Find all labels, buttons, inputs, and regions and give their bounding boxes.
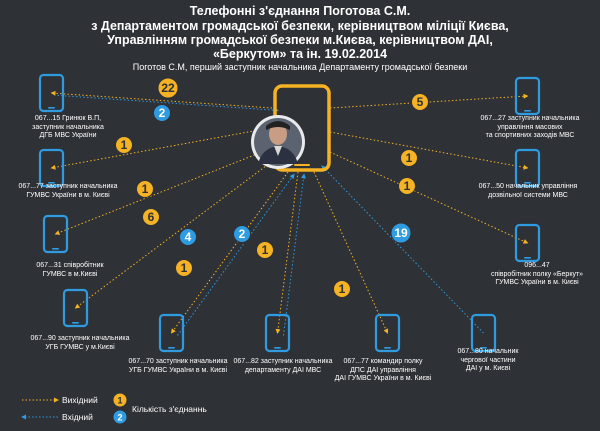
contact-label-line: УГБ ГУМВС у м.Києві (45, 343, 115, 351)
incoming-connection-line (283, 173, 306, 336)
outgoing-connection-line (329, 131, 529, 170)
contact-label-line: ГУМВС України в м. Києві (26, 191, 110, 199)
outgoing-count-badge: 1 (333, 280, 351, 298)
contact-label-line: ДПС ДАІ управління (350, 366, 416, 374)
page-title-line-3: Управлінням громадської безпеки м.Києва,… (107, 33, 493, 47)
contact-label-line: ГУМВС України в м. Києві (495, 279, 579, 286)
contact-label-line: заступник начальника (32, 123, 104, 131)
contact-label-line: 067...90 заступник начальника (30, 335, 130, 342)
contact-phone-icon (62, 288, 89, 328)
legend: Вихідний Вхідний 1 2 Кількість з'єднаннь (21, 393, 207, 424)
outgoing-count-badge: 6 (142, 208, 160, 226)
contact-label-line: 067...77 командир полку (343, 358, 423, 365)
legend-outgoing-badge: 1 (117, 396, 122, 406)
outgoing-count-badge: 22 (157, 77, 179, 99)
outgoing-count: 1 (406, 151, 413, 165)
incoming-count-badge: 2 (233, 225, 251, 243)
subtitle: Поготов С.М, перший заступник начальника… (132, 62, 468, 72)
legend-incoming-label: Вхідний (62, 412, 93, 422)
contact-phone-icon (470, 313, 497, 353)
outgoing-count: 1 (339, 282, 346, 296)
incoming-count-badge: 4 (179, 228, 197, 246)
contact-label-line: 067...27 заступник начальника (480, 115, 580, 122)
contact-label-line: департаменту ДАІ МВС (244, 366, 322, 374)
outgoing-count-badge: 1 (256, 241, 274, 259)
outgoing-count-badge: 1 (175, 259, 193, 277)
contact-label-line: 067...80 начальник (457, 348, 519, 355)
contact-label-line: ДАІ у м. Києві (465, 365, 511, 372)
contact-phone-icon (42, 214, 69, 254)
contact-label-line: чергової частини (460, 356, 516, 364)
contact-phone-icon (158, 313, 185, 353)
page-title-line-2: з Департаментом громадської безпеки, кер… (91, 19, 509, 33)
incoming-count: 2 (239, 227, 246, 241)
contact-label-line: 096...47 (524, 262, 550, 269)
outgoing-count: 1 (181, 261, 188, 275)
contact-label-line: 067...31 співробітник (36, 262, 104, 269)
outgoing-connection-line (313, 171, 389, 334)
outgoing-count-badge: 1 (398, 177, 416, 195)
outgoing-connection-line (50, 127, 271, 170)
contact-phone-icon (374, 313, 401, 353)
incoming-connection-line (321, 165, 484, 334)
contact-phone-icon (38, 148, 65, 188)
contact-phone-icon (514, 223, 541, 263)
outgoing-count-badge: 1 (136, 180, 154, 198)
page-title-line-1: Телефонні з'єднання Поготова С.М. (189, 4, 411, 18)
incoming-count: 4 (185, 230, 192, 244)
outgoing-connection-line (329, 151, 529, 244)
outgoing-connection-line (74, 159, 275, 309)
page-title-line-4: «Беркутом» та ін. 19.02.2014 (212, 47, 388, 61)
contact-phone-icon (514, 76, 541, 116)
contact-label-line: та спортивних заходів МВС (485, 132, 575, 139)
outgoing-count: 22 (161, 81, 175, 95)
outgoing-connection-line (275, 171, 299, 334)
contact-label-line: 067...82 заступник начальника (233, 358, 333, 365)
incoming-count: 19 (394, 226, 408, 240)
outgoing-count: 5 (417, 95, 424, 109)
contact-phone-icon (264, 313, 291, 353)
contact-label-line: співробітник полку «Беркут» (490, 270, 584, 278)
contact-label-line: ДАІ ГУМВС України в м. Києві (334, 375, 432, 382)
contact-label-line: ГУМВС в м.Києві (42, 270, 98, 278)
legend-count-label: Кількість з'єднаннь (132, 404, 207, 414)
contact-phone-icon (514, 148, 541, 188)
outgoing-count-badge: 1 (400, 149, 418, 167)
contact-label-line: дозвільної системи МВС (488, 191, 568, 199)
outgoing-count: 1 (404, 179, 411, 193)
outgoing-count: 1 (142, 182, 149, 196)
incoming-count-badge: 19 (390, 222, 412, 244)
contact-label-line: 067...50 начальник управління (478, 183, 578, 190)
outgoing-count: 1 (121, 138, 128, 152)
contact-label-line: 067...70 заступник начальника (128, 358, 228, 365)
contact-phone-icon (38, 73, 65, 113)
outgoing-count: 1 (262, 243, 269, 257)
outgoing-count: 6 (148, 210, 155, 224)
incoming-count-badge: 2 (153, 104, 171, 122)
contact-label: 067...15 Гринюк В.П,заступник начальника… (32, 115, 104, 141)
contact-label-line: УГБ ГУМВС України в м. Києві (128, 366, 228, 374)
incoming-connection-line (177, 173, 295, 336)
legend-outgoing-label: Вихідний (62, 395, 98, 405)
person-photo (251, 115, 305, 169)
incoming-count: 2 (159, 106, 166, 120)
contact-label-line: 067...77 заступник начальника (18, 183, 118, 190)
legend-incoming-badge: 2 (117, 413, 122, 423)
contact-label-line: ДГБ МВС України (39, 132, 97, 139)
contact-label-line: управління масових (497, 123, 563, 131)
outgoing-count-badge: 1 (115, 136, 133, 154)
contact-label-line: 067...15 Гринюк В.П, (34, 115, 102, 122)
outgoing-count-badge: 5 (411, 93, 429, 111)
